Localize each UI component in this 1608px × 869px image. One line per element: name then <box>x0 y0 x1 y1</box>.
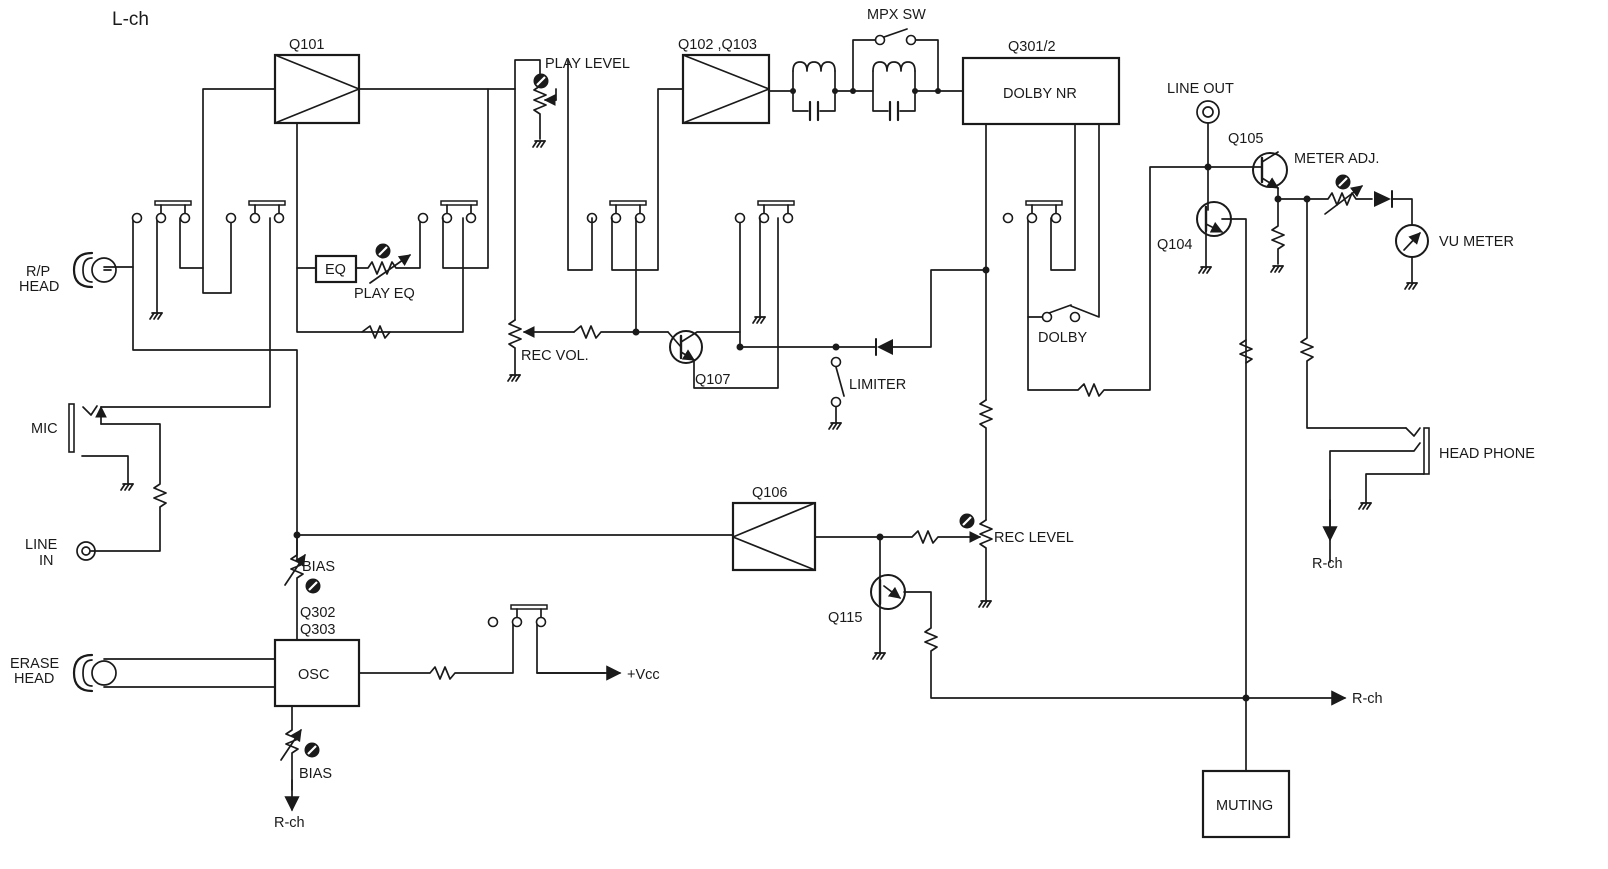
rp-head-label-2: HEAD <box>19 279 59 295</box>
dolby-label: DOLBY <box>1038 330 1087 346</box>
bias-bottom-label: BIAS <box>299 766 332 782</box>
q104-transistor <box>1196 201 1253 699</box>
power-switch[interactable] <box>487 604 548 628</box>
meter-adj-label: METER ADJ. <box>1294 151 1379 167</box>
channel-label: L-ch <box>112 9 149 30</box>
bias-top-knob[interactable] <box>304 577 322 595</box>
meter-adj-pot <box>1300 185 1407 429</box>
line-in-jack[interactable] <box>76 541 96 561</box>
erase-head-label-2: HEAD <box>14 671 54 687</box>
dolby-switch[interactable] <box>1002 200 1063 224</box>
line-out-jack[interactable] <box>1196 100 1220 124</box>
head-phone-label: HEAD PHONE <box>1439 446 1535 462</box>
vu-meter <box>1395 224 1429 290</box>
head-phone-rch-label: R-ch <box>1312 556 1343 572</box>
bias-rch-label: R-ch <box>274 815 305 831</box>
rp-head-wiring <box>103 217 298 561</box>
q301-label: Q301/2 <box>1008 39 1056 55</box>
rec-level-label: REC LEVEL <box>994 530 1074 546</box>
limiter-switch[interactable] <box>828 343 845 430</box>
line-out-label: LINE OUT <box>1167 81 1234 97</box>
play-eq-label: PLAY EQ <box>354 286 415 302</box>
rec-play-switch-3[interactable] <box>586 200 647 224</box>
q115-label: Q115 <box>828 610 862 626</box>
play-level-pot <box>514 59 557 148</box>
bias-top-label: BIAS <box>302 559 335 575</box>
line-in-label-1: LINE <box>25 537 58 553</box>
q102-q103-amplifier <box>681 53 771 125</box>
erase-head-label-1: ERASE <box>10 656 59 672</box>
osc-output-wiring <box>358 621 622 681</box>
limiter-label: LIMITER <box>849 377 906 393</box>
bias-top-pot <box>284 534 306 641</box>
rp-head-label-1: R/P <box>26 264 50 280</box>
q101-wiring <box>202 88 516 333</box>
q302-label: Q302 <box>300 605 335 621</box>
q106-amplifier <box>731 501 817 572</box>
dolby-wiring <box>979 123 1209 521</box>
q106-label: Q106 <box>752 485 787 501</box>
eq-feedback-resistor <box>361 325 391 339</box>
q101-label: Q101 <box>289 37 324 53</box>
rec-vol-pot <box>507 319 637 382</box>
vu-meter-label: VU METER <box>1439 234 1514 250</box>
line-in-label-2: IN <box>39 553 54 569</box>
rec-vol-label: REC VOL. <box>521 348 589 364</box>
eq-label: EQ <box>325 262 346 278</box>
rec-level-knob[interactable] <box>958 512 976 530</box>
mpx-filter <box>768 39 964 122</box>
mic-label: MIC <box>31 421 58 437</box>
play-eq-knob[interactable] <box>374 242 392 260</box>
osc-label: OSC <box>298 667 329 683</box>
mpx-switch[interactable] <box>874 28 917 46</box>
vcc-label: +Vcc <box>627 667 660 683</box>
meter-diode <box>1374 190 1413 226</box>
q107-transistor <box>667 217 779 389</box>
osc-block <box>273 638 361 708</box>
q105-transistor <box>1207 151 1308 273</box>
head-phone-jack[interactable] <box>1329 427 1430 563</box>
eq-switch[interactable] <box>417 200 478 224</box>
play-level-knob[interactable] <box>532 72 550 90</box>
muting-block <box>1201 769 1291 839</box>
q106-output-wiring <box>814 519 993 608</box>
q303-label: Q303 <box>300 622 335 638</box>
eq-block <box>314 254 358 284</box>
mpx-sw-label: MPX SW <box>867 7 926 23</box>
q105-label: Q105 <box>1228 131 1263 147</box>
mic-jack[interactable] <box>68 403 167 552</box>
q101-amplifier <box>273 53 361 125</box>
meter-adj-knob[interactable] <box>1334 173 1352 191</box>
rec-play-switch-2[interactable] <box>225 200 286 224</box>
erase-head <box>72 653 276 693</box>
q115-transistor <box>870 574 1247 699</box>
bias-bottom-pot <box>280 705 302 812</box>
rp-head <box>72 251 117 289</box>
mute-rch-label: R-ch <box>1352 691 1383 707</box>
rec-play-switch-4[interactable] <box>734 200 795 224</box>
q102-q103-label: Q102 ,Q103 <box>678 37 757 53</box>
dolby-nr-label: DOLBY NR <box>1003 86 1077 102</box>
q104-label: Q104 <box>1157 237 1192 253</box>
limiter-diode <box>835 269 987 356</box>
bias-bottom-knob[interactable] <box>303 741 321 759</box>
rec-play-switch-1[interactable] <box>131 200 192 224</box>
play-level-label: PLAY LEVEL <box>545 56 630 72</box>
dolby-nr-block <box>961 56 1121 126</box>
q107-label: Q107 <box>695 372 730 388</box>
play-eq-pot <box>355 217 421 284</box>
muting-label: MUTING <box>1216 798 1273 814</box>
